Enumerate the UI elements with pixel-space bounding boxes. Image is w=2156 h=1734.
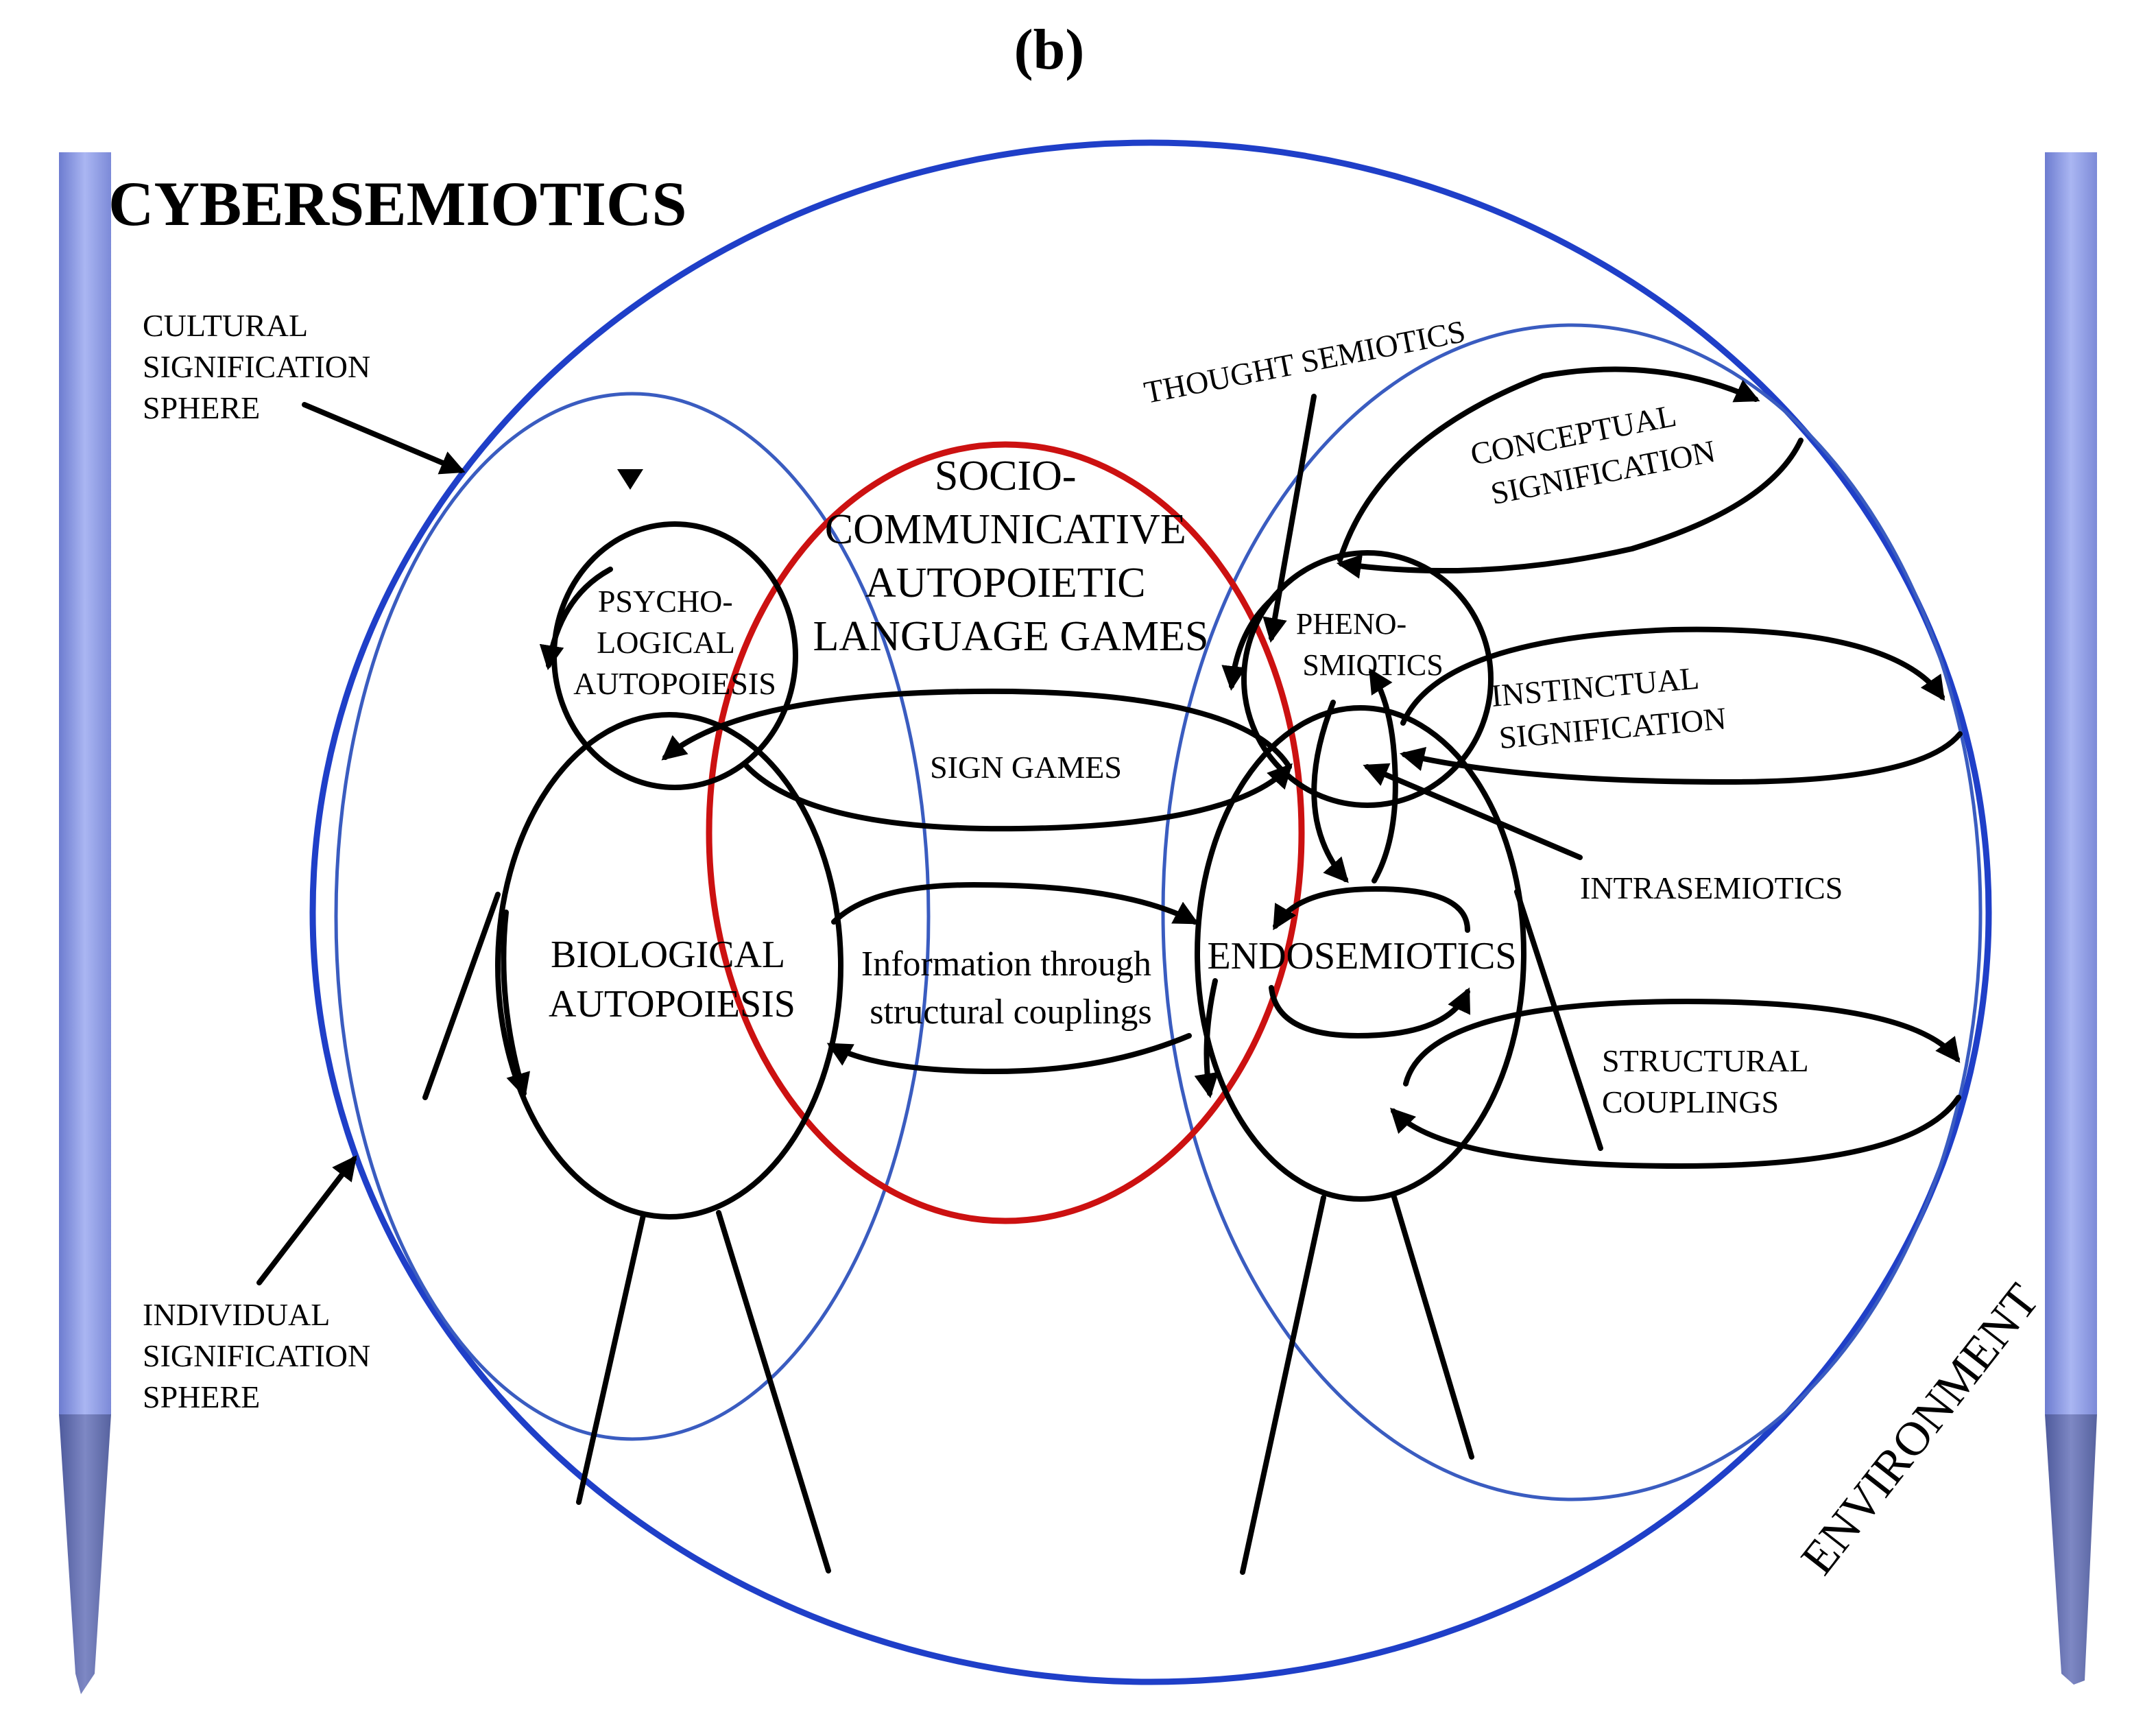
- left-person: [422, 469, 843, 1573]
- structural-arrow-return: [1389, 1095, 1961, 1169]
- information-label: Information through structural couplings: [861, 945, 1160, 1032]
- endo-loop-bottom: [1269, 985, 1471, 1039]
- biological-label: BIOLOGICAL AUTOPOIESIS: [549, 934, 795, 1025]
- panel-label: (b): [1014, 18, 1085, 82]
- sign-games-label: SIGN GAMES: [930, 750, 1122, 785]
- individual-label: INDIVIDUAL SIGNIFICATION SPHERE: [143, 1297, 379, 1414]
- pheno-arrow-left: [1221, 591, 1281, 691]
- left-arm: [422, 892, 501, 1100]
- cybersemiotics-circle: [309, 139, 1992, 1685]
- right-leg-1: [1240, 1195, 1326, 1575]
- right-person: [1194, 550, 1603, 1575]
- biological-body: [495, 712, 843, 1220]
- info-arrow-top: [831, 881, 1199, 925]
- right-pillar: [2045, 152, 2097, 1685]
- left-leg-1: [576, 1213, 646, 1505]
- instinctual-arrow-return: [1399, 731, 1963, 785]
- socio-communicative-ellipse: [706, 441, 1305, 1224]
- conceptual-arrow-out: [1337, 366, 1760, 562]
- cultural-pointer-arrow: [302, 402, 466, 475]
- structural-couplings-label: STRUCTURAL COUPLINGS: [1602, 1043, 1815, 1119]
- intra-loop-down: [1311, 700, 1349, 883]
- intrasemiotics-label: INTRASEMIOTICS: [1580, 870, 1843, 905]
- sign-games-arrow-2: [661, 688, 1292, 770]
- intra-loop-up: [1369, 667, 1398, 883]
- phenosemiotics-label: PHENO- SMIOTICS: [1296, 607, 1444, 682]
- endosemiotics-label: ENDOSEMIOTICS: [1207, 935, 1516, 977]
- left-pillar: [59, 152, 111, 1694]
- right-leg-2: [1391, 1192, 1474, 1460]
- endosemiotics-body: [1195, 705, 1526, 1202]
- info-arrow-bottom: [826, 1033, 1192, 1075]
- endo-loop-top: [1273, 886, 1470, 933]
- endo-arrow-left: [1194, 978, 1219, 1099]
- thought-semiotics-label: THOUGHT SEMIOTICS: [1141, 313, 1468, 410]
- diagram-title: CYBERSEMIOTICS: [108, 169, 687, 239]
- bio-arrow-left: [501, 910, 531, 1098]
- right-signification-sphere: [1161, 323, 1983, 1501]
- left-leg-2: [716, 1210, 831, 1573]
- right-arm: [1514, 889, 1603, 1151]
- socio-label: SOCIO- COMMUNICATIVE AUTOPOIETIC LANGUAG…: [813, 453, 1209, 660]
- small-triangle-icon: [617, 469, 643, 490]
- conceptual-arrow-return: [1336, 438, 1804, 579]
- conceptual-label: CONCEPTUAL SIGNIFICATION: [1468, 392, 1718, 514]
- psycho-label: PSYCHO- LOGICAL AUTOPOIESIS: [573, 584, 776, 701]
- structural-arrow-out: [1403, 998, 1961, 1086]
- thought-pointer-arrow: [1262, 394, 1317, 643]
- psycho-arrow-left: [539, 567, 613, 671]
- intrasemiotics-pointer-arrow: [1363, 763, 1583, 860]
- left-signification-sphere: [334, 392, 931, 1441]
- instinctual-label: INSTINCTUAL SIGNIFICATION: [1489, 658, 1727, 756]
- individual-pointer-arrow: [256, 1155, 357, 1285]
- sign-games-arrow-1: [742, 761, 1293, 832]
- environment-label: ENVIRONMENT: [1791, 1274, 2050, 1584]
- cultural-label: CULTURAL SIGNIFICATION SPHERE: [143, 308, 379, 425]
- instinctual-arrow-out: [1400, 626, 1945, 726]
